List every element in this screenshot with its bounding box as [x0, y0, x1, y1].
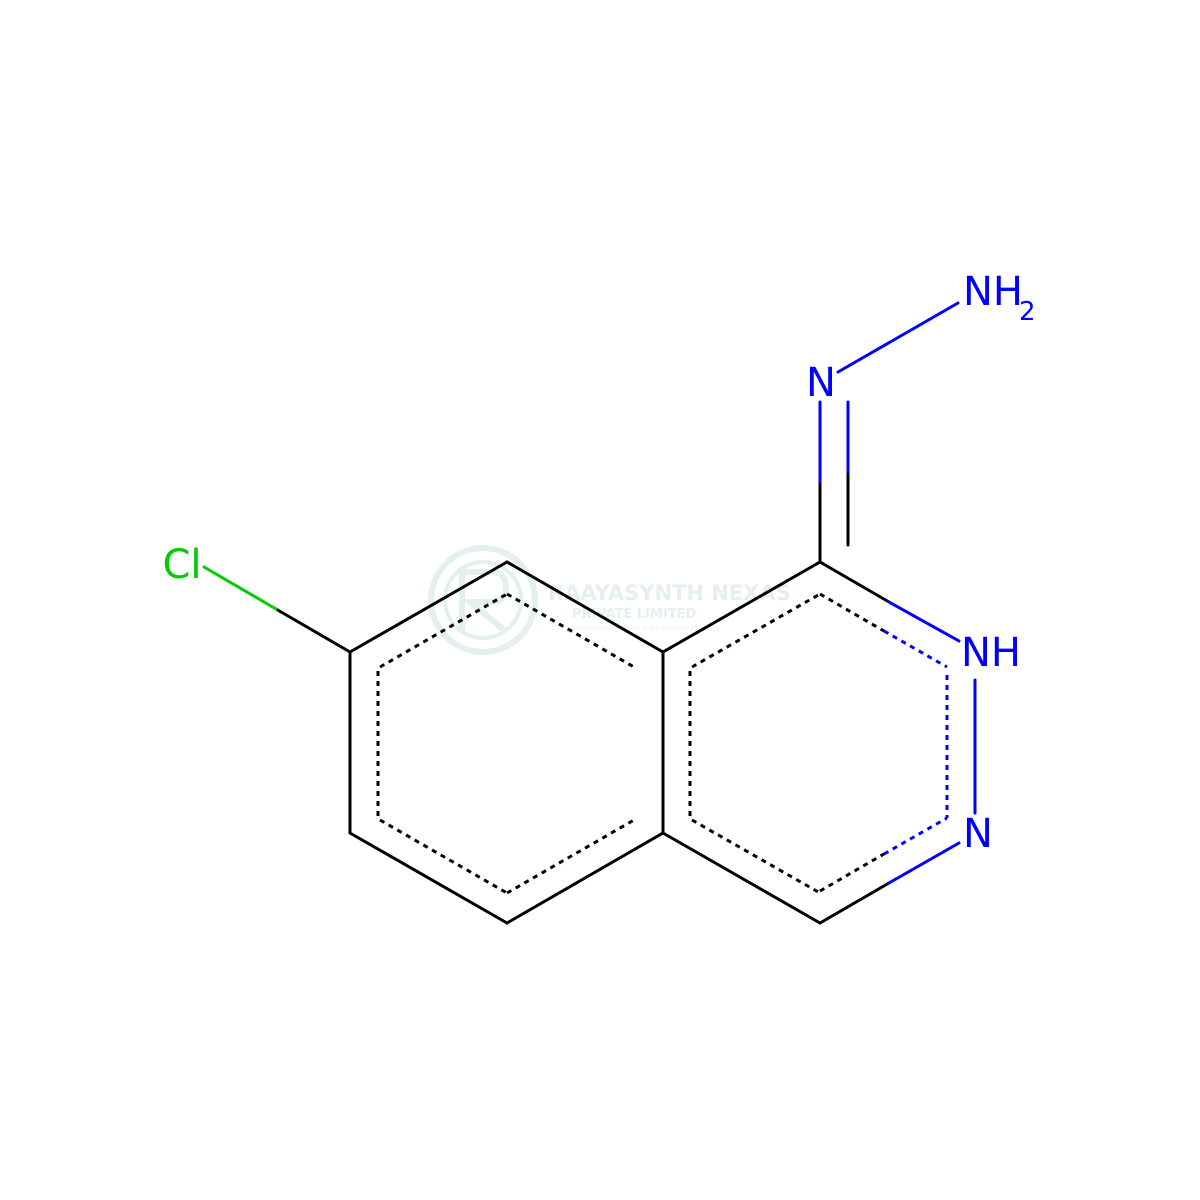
bond-c6-c5 [348, 560, 509, 654]
atom-nh-ring: NH [961, 630, 1021, 676]
bond-cl [202, 565, 278, 611]
watermark-tagline: Innovative solutions for every molecule … [570, 625, 721, 632]
bond-c7-c8 [348, 831, 509, 925]
atom-n-hydrazone: N [806, 360, 836, 406]
arom-c8a-c4 [691, 818, 821, 895]
bond-c6-cl-black [274, 607, 352, 654]
bonds-colored [202, 301, 977, 885]
atom-cl: Cl [162, 542, 201, 588]
arom-c8-c8a [506, 818, 635, 895]
arom-c1-n2-blue [883, 629, 948, 669]
arom-c7-c8 [379, 818, 508, 895]
watermark-company: RAAYASYNTH NEXAS [548, 581, 791, 605]
bond-c4-n3-blue [887, 841, 961, 885]
arom-c5-c4a [506, 592, 635, 669]
watermark-logo [428, 545, 538, 655]
bond-c4-n3-black [818, 881, 891, 925]
arom-c4a-c1 [691, 592, 821, 669]
bond-c5-c4a [505, 560, 665, 654]
arom-c6-c5 [379, 592, 508, 669]
bond-c4a-c1 [661, 560, 822, 654]
bond-c8a-c4 [661, 831, 822, 925]
arom-c4-n3-black [819, 852, 885, 893]
bond-c8-c8a [505, 831, 665, 925]
watermark: RAAYASYNTH NEXAS PRIVATE LIMITED Innovat… [428, 545, 791, 655]
atom-labels: Cl N NH 2 NH N [162, 269, 1035, 857]
bonds-aromatic [376, 592, 885, 895]
arom-c4-n3-blue [883, 816, 948, 856]
atom-nh2-subscript: 2 [1019, 297, 1036, 327]
bond-n-nh2 [836, 301, 960, 374]
bond-c1-n2-black [818, 560, 891, 604]
arom-c1-n2-black [819, 592, 885, 633]
atom-nh2: NH [963, 269, 1023, 315]
atom-n-ring: N [963, 811, 993, 857]
bond-c1-n2-blue [887, 600, 961, 643]
bonds-aromatic-colored [883, 629, 949, 856]
bonds-solid [274, 470, 891, 925]
